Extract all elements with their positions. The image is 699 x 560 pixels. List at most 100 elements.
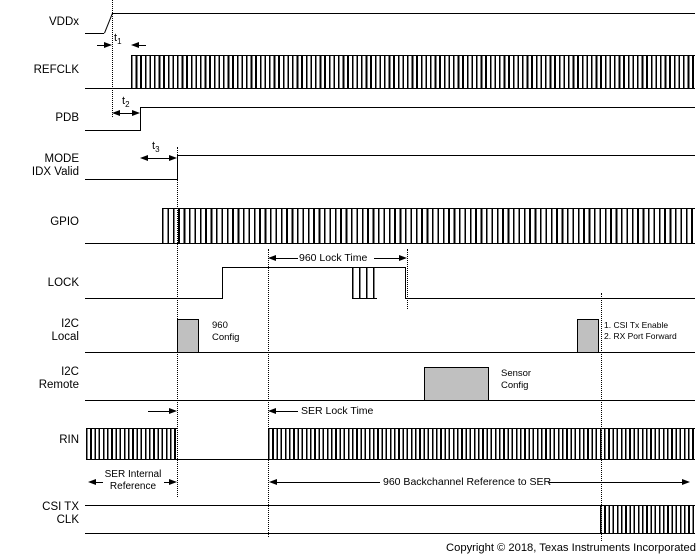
csi-enable-label-line2: 2. RX Port Forward: [604, 330, 677, 341]
refclk-idle-line: [85, 88, 131, 89]
vddx-high-line: [112, 13, 695, 14]
csi-enable-label-line1: 1. CSI Tx Enable: [604, 320, 669, 330]
pdb-low-line: [85, 130, 140, 131]
t1-label-sub: 1: [117, 37, 122, 47]
signal-label-i2c-remote-line2: Remote: [38, 379, 79, 391]
mode-rise-edge: [177, 155, 178, 180]
t2-label: t2: [122, 95, 130, 109]
t3-label-sub: 3: [155, 145, 160, 155]
ser-internal-shaft-left: [96, 482, 103, 483]
t2-label-base: t: [122, 95, 126, 107]
i2c-local-baseline: [85, 352, 695, 353]
ser-lock-arrowhead-left: [169, 408, 177, 414]
signal-label-mode-line1: MODE: [44, 153, 80, 165]
mode-high-line: [177, 155, 695, 156]
signal-label-i2c-remote: I2C Remote: [0, 366, 79, 392]
lock-high-line-1: [222, 267, 352, 268]
signal-label-refclk: REFCLK: [33, 64, 79, 76]
config-960-label-line2: Config: [212, 332, 240, 343]
csi-clk-low-rail: [85, 533, 600, 534]
ser-internal-arrowhead-left: [88, 479, 96, 485]
backchannel-reference-label: 960 Backchannel Reference to SER: [383, 476, 552, 488]
i2c-remote-pulse-sensor-config: [424, 367, 489, 401]
signal-label-i2c-local-line1: I2C: [61, 318, 79, 330]
rin-idle-line: [177, 459, 268, 460]
lock-low-line-2: [405, 298, 695, 299]
config-960-label: 960 Config: [212, 320, 239, 344]
ser-internal-reference-line2: Reference: [109, 481, 157, 492]
dashed-marker-lock-stable: [407, 249, 408, 309]
signal-label-i2c-local-line2: Local: [51, 331, 80, 343]
t1-shaft-left: [97, 45, 104, 46]
lock-fall-edge: [405, 267, 406, 299]
lock-toggle-burst: [352, 267, 377, 299]
refclk-clock-burst: [131, 55, 695, 89]
copyright-text: Copyright © 2018, Texas Instruments Inco…: [446, 542, 696, 554]
csi-clk-clock-burst: [600, 505, 695, 534]
ser-lock-shaft-left: [148, 411, 169, 412]
gpio-idle-line: [85, 243, 162, 244]
rin-clock-burst-1: [86, 428, 177, 460]
ser-internal-reference-label: SER Internal Reference: [103, 469, 163, 493]
t3-shaft: [148, 158, 169, 159]
sensor-config-label-line2: Config: [501, 380, 529, 391]
t2-label-sub: 2: [125, 100, 130, 110]
dashed-marker-vdd-stable: [112, 0, 113, 117]
t1-shaft-right: [139, 45, 146, 46]
i2c-local-pulse-csi-enable: [577, 319, 599, 353]
i2c-remote-baseline: [85, 400, 695, 401]
signal-label-rin: RIN: [59, 434, 79, 446]
t1-label-base: t: [114, 32, 118, 44]
signal-label-csi-line2: CLK: [56, 514, 79, 526]
signal-label-i2c-remote-line1: I2C: [61, 366, 79, 378]
csi-clk-high-rail: [85, 505, 600, 506]
t1-arrowhead-left: [104, 42, 112, 48]
t2-arrowhead-left: [112, 110, 120, 116]
t2-arrowhead-right: [132, 110, 140, 116]
t1-arrowhead-right: [131, 42, 139, 48]
backchannel-shaft-left: [277, 482, 380, 483]
t1-label: t1: [114, 32, 122, 46]
vddx-low-line: [85, 33, 104, 34]
ser-lock-arrowhead-right: [268, 408, 276, 414]
t3-arrowhead-right: [169, 155, 177, 161]
backchannel-shaft-right: [549, 482, 682, 483]
lock-time-arrowhead-left: [268, 255, 276, 261]
ser-lock-time-label: SER Lock Time: [301, 405, 374, 417]
sensor-config-label: Sensor Config: [501, 368, 531, 392]
signal-label-pdb: PDB: [55, 112, 79, 124]
config-960-label-line1: 960: [212, 320, 228, 331]
dashed-marker-csi-enable: [601, 293, 602, 541]
csi-enable-label: 1. CSI Tx Enable 2. RX Port Forward: [604, 320, 677, 341]
signal-label-gpio: GPIO: [50, 216, 79, 228]
signal-label-i2c-local: I2C Local: [0, 318, 80, 344]
mode-low-line: [85, 179, 177, 180]
t2-shaft: [120, 113, 132, 114]
ser-internal-arrowhead-right: [169, 479, 177, 485]
rin-clock-burst-2: [268, 428, 695, 460]
lock-high-line-2: [377, 267, 405, 268]
signal-label-csi-tx-clk: CSI TX CLK: [0, 501, 79, 527]
gpio-toggle-burst: [162, 208, 695, 244]
signal-label-mode: MODE IDX Valid: [0, 153, 79, 179]
backchannel-arrowhead-right: [682, 479, 690, 485]
signal-label-vddx: VDDx: [48, 16, 79, 28]
lock-rise-edge: [222, 267, 223, 299]
signal-label-mode-line2: IDX Valid: [31, 166, 79, 178]
signal-label-csi-line1: CSI TX: [42, 501, 79, 513]
lock-time-shaft-left: [276, 258, 298, 259]
t3-label: t3: [152, 140, 160, 154]
sensor-config-label-line1: Sensor: [501, 368, 532, 379]
lock-time-label: 960 Lock Time: [299, 252, 368, 264]
ser-internal-shaft-right: [164, 482, 169, 483]
pdb-high-line: [140, 107, 695, 108]
signal-label-lock: LOCK: [47, 277, 79, 289]
ser-internal-reference-line1: SER Internal: [104, 469, 162, 480]
i2c-local-pulse-960-config: [177, 319, 199, 353]
pdb-rise-edge: [140, 107, 141, 131]
backchannel-arrowhead-left: [269, 479, 277, 485]
t3-arrowhead-left: [140, 155, 148, 161]
ser-lock-shaft-right: [276, 411, 298, 412]
dashed-marker-backchannel-start: [268, 249, 269, 537]
